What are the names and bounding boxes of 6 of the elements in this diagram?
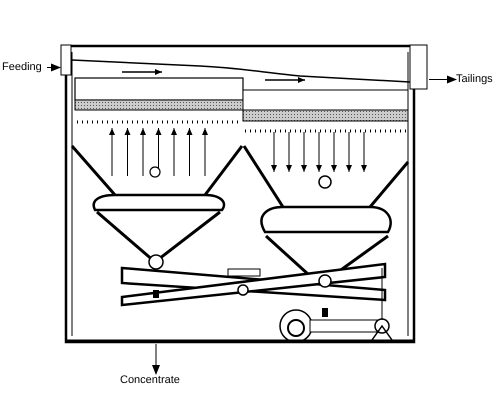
arrow [152,344,160,375]
arrow [428,76,457,84]
arrow [46,64,61,72]
outlet-label: Concentrate [120,374,180,387]
outlet-label: Tailings [456,73,493,86]
inlet-label: Feeding [2,61,42,74]
